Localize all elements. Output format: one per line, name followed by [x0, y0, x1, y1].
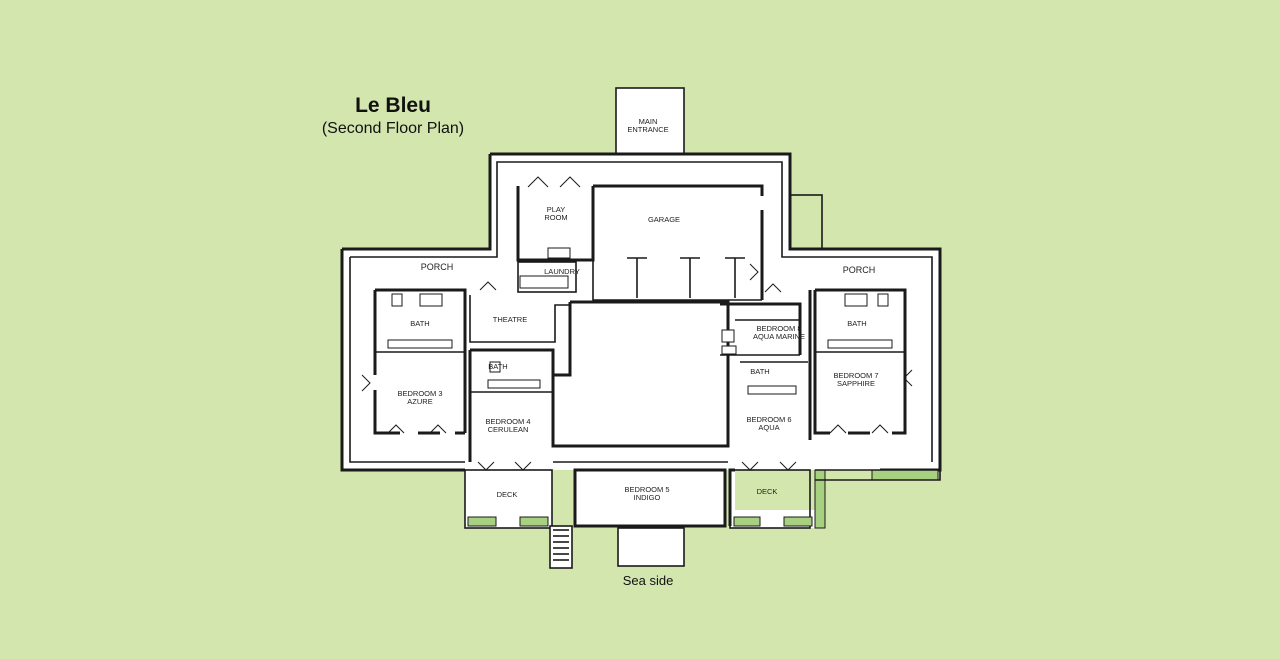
label-porch-left: PORCH — [421, 262, 454, 272]
plan-title-block: Le Bleu (Second Floor Plan) — [312, 93, 474, 139]
label-bedroom-5-1: BEDROOM 5 — [624, 485, 669, 494]
label-bedroom-6-1: BEDROOM 6 — [746, 415, 791, 424]
label-bedroom-6-2: AQUA — [758, 423, 779, 432]
label-play-room-1: PLAY — [547, 205, 566, 214]
label-garage: GARAGE — [648, 215, 680, 224]
label-bedroom-5-2: INDIGO — [634, 493, 661, 502]
label-main-entrance-2: ENTRANCE — [627, 125, 668, 134]
label-bedroom-7-1: BEDROOM 7 — [833, 371, 878, 380]
main-entrance-room — [616, 88, 684, 154]
label-bedroom-8-2: AQUA MARINE — [753, 332, 805, 341]
plan-subtitle: (Second Floor Plan) — [321, 120, 465, 137]
label-play-room-2: ROOM — [544, 213, 567, 222]
label-bath-right-top: BATH — [847, 319, 866, 328]
label-theatre: THEATRE — [493, 315, 527, 324]
central-courtyard — [553, 302, 728, 446]
label-bath-right-mid: BATH — [750, 367, 769, 376]
label-bath-left-mid: BATH — [488, 362, 507, 371]
label-porch-right: PORCH — [843, 265, 876, 275]
label-bedroom-7-2: SAPPHIRE — [837, 379, 875, 388]
sea-side-label: Sea side — [622, 573, 674, 588]
label-laundry: LAUNDRY — [544, 267, 580, 276]
label-deck-right: DECK — [757, 487, 778, 496]
label-bedroom-4-1: BEDROOM 4 — [485, 417, 530, 426]
label-bedroom-3-1: BEDROOM 3 — [397, 389, 442, 398]
label-deck-left: DECK — [497, 490, 518, 499]
label-main-entrance-1: MAIN — [639, 117, 658, 126]
label-bedroom-3-2: AZURE — [407, 397, 432, 406]
plan-title: Le Bleu — [355, 94, 431, 117]
label-bath-left-top: BATH — [410, 319, 429, 328]
label-bedroom-8-1: BEDROOM 8 — [756, 324, 801, 333]
label-bedroom-4-2: CERULEAN — [488, 425, 529, 434]
